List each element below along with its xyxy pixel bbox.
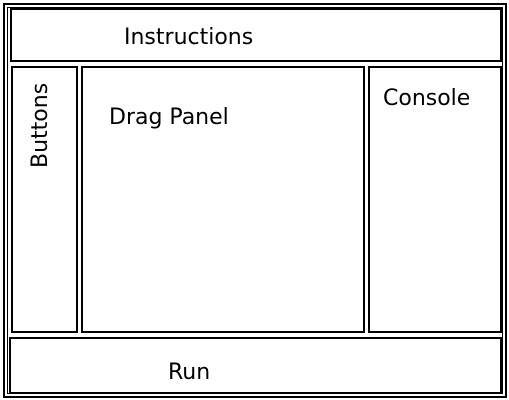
drag-panel: Drag Panel (81, 66, 365, 333)
buttons-panel: Buttons (11, 66, 78, 333)
instructions-panel: Instructions (10, 8, 502, 62)
buttons-label: Buttons (28, 82, 53, 168)
drag-panel-label: Drag Panel (109, 105, 229, 130)
instructions-label: Instructions (124, 25, 254, 50)
run-panel: Run (9, 337, 502, 394)
console-panel: Console (368, 66, 502, 333)
console-label: Console (383, 86, 471, 111)
run-label: Run (168, 360, 211, 385)
